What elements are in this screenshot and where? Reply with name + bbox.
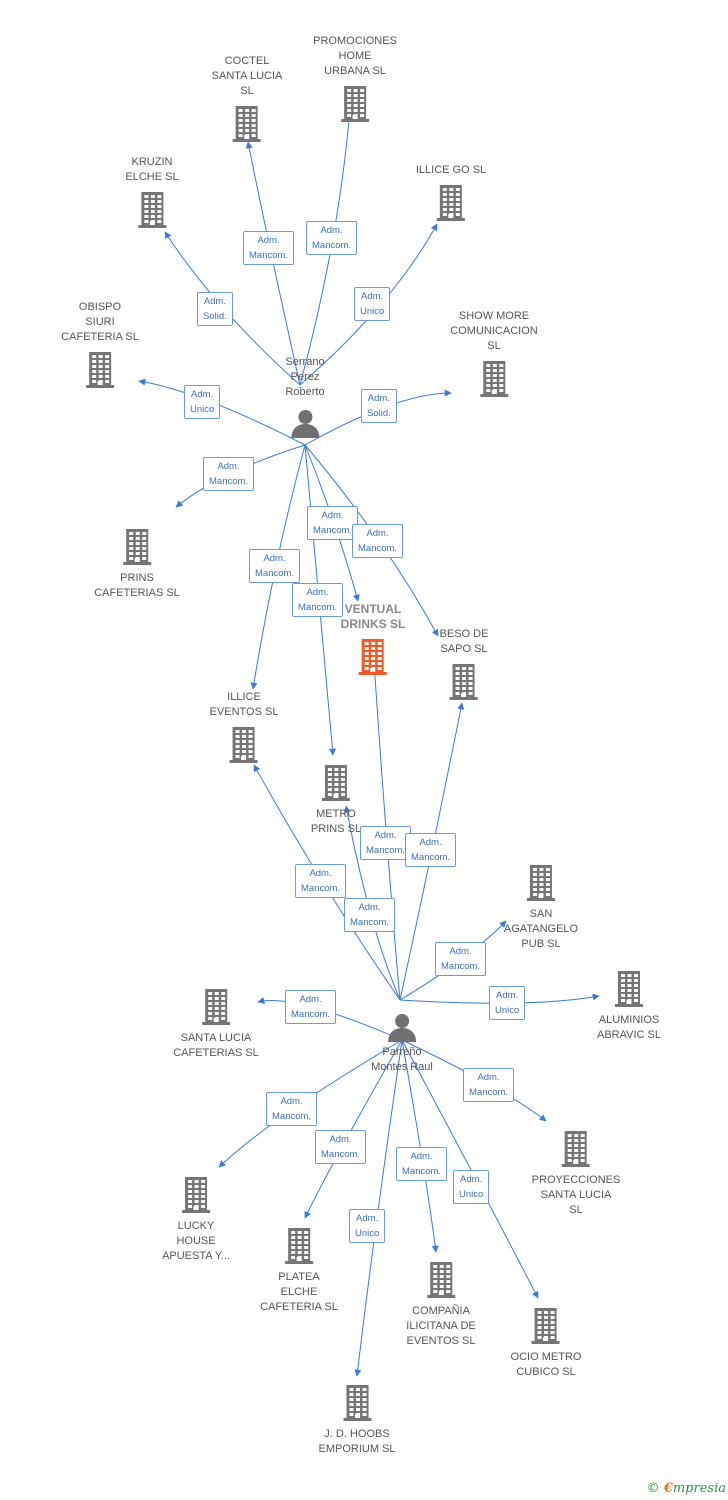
building-icon: [426, 1262, 455, 1298]
company-name: SANTA LUCIA CAFETERIAS SL: [173, 1032, 259, 1059]
building-icon: [85, 352, 114, 388]
relation-label[interactable]: Adm. Mancom.: [285, 990, 337, 1024]
building-icon: [340, 86, 369, 122]
brand-e-mark: €: [663, 1481, 673, 1496]
person-icon: [290, 410, 319, 438]
company-name: ALUMINIOS ABRAVIC SL: [597, 1014, 661, 1041]
company-node-illiceeventos[interactable]: ILLICE EVENTOS SL: [209, 690, 279, 764]
company-node-aluminios[interactable]: ALUMINIOS ABRAVIC SL: [597, 970, 661, 1043]
building-icon: [233, 106, 261, 142]
company-name: METRO PRINS SL: [310, 808, 362, 835]
building-icon: [479, 361, 508, 397]
person-name: Serrano Perez Roberto: [285, 356, 325, 398]
company-node-showmore[interactable]: SHOW MORE COMUNICACION SL: [450, 309, 538, 398]
relation-label[interactable]: Adm. Mancom.: [307, 506, 359, 540]
relation-label[interactable]: Adm. Unico: [489, 986, 526, 1020]
relation-label[interactable]: Adm. Mancom.: [344, 898, 396, 932]
company-node-kruzin[interactable]: KRUZIN ELCHE SL: [125, 155, 179, 229]
relation-label[interactable]: Adm. Mancom.: [249, 549, 301, 583]
relation-label[interactable]: Adm. Mancom.: [360, 826, 412, 860]
relation-label[interactable]: Adm. Mancom.: [352, 524, 404, 558]
relation-label[interactable]: Adm. Unico: [349, 1209, 386, 1243]
building-icon: [122, 529, 151, 565]
company-node-lucky[interactable]: LUCKY HOUSE APUESTA Y...: [162, 1176, 230, 1264]
building-icon: [321, 765, 350, 801]
relation-label[interactable]: Adm. Unico: [453, 1170, 490, 1204]
relation-label[interactable]: Adm. Solid.: [197, 292, 233, 326]
company-node-ociometro[interactable]: OCIO METRO CUBICO SL: [510, 1307, 582, 1380]
company-name: BESO DE SAPO SL: [439, 628, 489, 655]
empresia-watermark: © €mpresia: [647, 1481, 726, 1496]
company-name: OBISPO SIURI CAFETERIA SL: [61, 301, 139, 343]
company-name: PROMOCIONES HOME URBANA SL: [313, 35, 397, 77]
relation-label[interactable]: Adm. Mancom.: [405, 833, 457, 867]
company-name: PLATEA ELCHE CAFETERIA SL: [260, 1271, 338, 1313]
person-node-parreno[interactable]: Parreño Montes Raul: [371, 1012, 433, 1075]
company-name: SAN AGATANGELO PUB SL: [503, 908, 579, 950]
building-icon: [284, 1228, 313, 1264]
building-icon: [137, 192, 166, 228]
building-icon: [526, 865, 555, 901]
company-node-platea[interactable]: PLATEA ELCHE CAFETERIA SL: [260, 1227, 338, 1315]
relation-label[interactable]: Adm. Mancom.: [243, 231, 295, 265]
company-name: COCTEL SANTA LUCIA SL: [211, 55, 283, 97]
relation-label[interactable]: Adm. Mancom.: [292, 583, 344, 617]
building-icon: [531, 1308, 560, 1344]
company-name: ILLICE EVENTOS SL: [209, 691, 279, 718]
building-icon: [437, 185, 465, 221]
company-name: PROYECCIONES SANTA LUCIA SL: [531, 1174, 621, 1216]
company-node-jdhoobs[interactable]: J. D. HOOBS EMPORIUM SL: [318, 1384, 396, 1457]
relation-label[interactable]: Adm. Unico: [184, 385, 221, 419]
relation-label[interactable]: Adm. Mancom.: [396, 1147, 448, 1181]
company-node-obispo[interactable]: OBISPO SIURI CAFETERIA SL: [61, 300, 139, 389]
relation-label[interactable]: Adm. Mancom.: [315, 1130, 367, 1164]
building-icon: [450, 664, 478, 700]
relation-label[interactable]: Adm. Unico: [354, 287, 391, 321]
company-node-promociones[interactable]: PROMOCIONES HOME URBANA SL: [313, 34, 397, 123]
company-name: SHOW MORE COMUNICACION SL: [450, 310, 538, 352]
company-node-prins[interactable]: PRINS CAFETERIAS SL: [94, 528, 180, 601]
company-name: LUCKY HOUSE APUESTA Y...: [162, 1220, 230, 1262]
company-node-compania[interactable]: COMPAÑIA ILICITANA DE EVENTOS SL: [406, 1261, 476, 1349]
company-name: ILLICE GO SL: [415, 164, 487, 176]
company-name: VENTUAL DRINKS SL: [340, 602, 406, 631]
building-icon: [182, 1177, 210, 1213]
person-node-serrano[interactable]: Serrano Perez Roberto: [285, 355, 325, 438]
building-icon: [358, 639, 387, 675]
relation-label[interactable]: Adm. Mancom.: [295, 864, 347, 898]
company-node-proyecciones[interactable]: PROYECCIONES SANTA LUCIA SL: [531, 1130, 621, 1218]
company-name: KRUZIN ELCHE SL: [125, 156, 179, 183]
company-node-besodesapo[interactable]: BESO DE SAPO SL: [439, 627, 489, 701]
building-icon: [342, 1385, 371, 1421]
company-node-illicego[interactable]: ILLICE GO SL: [416, 163, 486, 222]
copyright-symbol: ©: [646, 1481, 660, 1496]
company-node-sanagatangelo[interactable]: SAN AGATANGELO PUB SL: [504, 864, 578, 952]
relation-edge: [354, 1039, 403, 1377]
relation-edge: [138, 378, 306, 446]
building-icon: [201, 989, 230, 1025]
brand-name: mpresia: [672, 1481, 726, 1496]
building-icon: [229, 727, 258, 763]
relation-label[interactable]: Adm. Mancom.: [266, 1092, 318, 1126]
relation-label[interactable]: Adm. Mancom.: [203, 457, 255, 491]
building-icon: [615, 971, 643, 1007]
company-node-coctel[interactable]: COCTEL SANTA LUCIA SL: [211, 54, 283, 143]
company-name: OCIO METRO CUBICO SL: [510, 1351, 582, 1378]
company-name: J. D. HOOBS EMPORIUM SL: [318, 1428, 396, 1455]
person-icon: [387, 1014, 416, 1042]
relation-label[interactable]: Adm. Mancom.: [435, 942, 487, 976]
person-name: Parreño Montes Raul: [371, 1046, 433, 1073]
relation-label[interactable]: Adm. Mancom.: [463, 1068, 515, 1102]
relation-label[interactable]: Adm. Solid.: [361, 389, 397, 423]
building-icon: [561, 1131, 590, 1167]
relation-label[interactable]: Adm. Mancom.: [306, 221, 358, 255]
company-name: PRINS CAFETERIAS SL: [94, 572, 180, 599]
company-name: COMPAÑIA ILICITANA DE EVENTOS SL: [406, 1305, 476, 1347]
company-node-ventual[interactable]: VENTUAL DRINKS SL: [340, 602, 406, 676]
company-node-metroprins[interactable]: METRO PRINS SL: [311, 764, 361, 837]
company-node-santaluciacaf[interactable]: SANTA LUCIA CAFETERIAS SL: [173, 988, 259, 1061]
